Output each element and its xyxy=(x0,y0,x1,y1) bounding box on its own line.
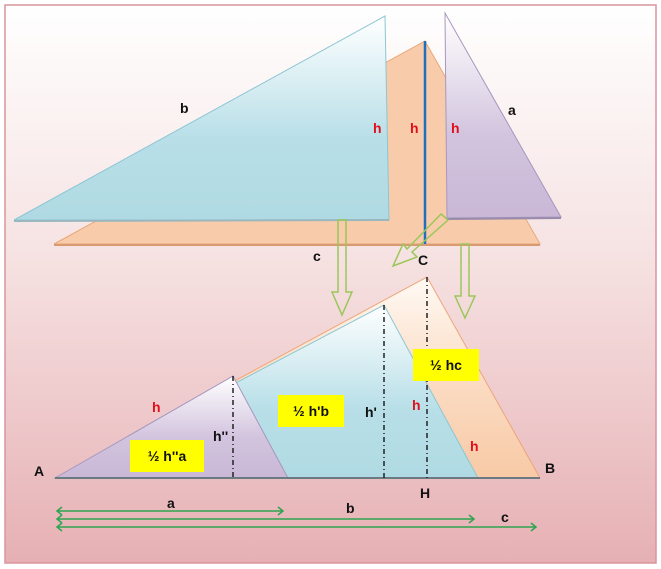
label-h-prime: h' xyxy=(365,404,377,420)
cyan-base-top xyxy=(13,219,390,222)
down-arrow-left xyxy=(330,219,354,317)
text-half-hb: ½ h'b xyxy=(293,403,329,419)
down-arrow-right xyxy=(453,243,477,320)
text-half-hc: ½ hc xyxy=(430,357,462,373)
measure-arrows xyxy=(55,506,538,532)
label-b-top: b xyxy=(180,100,189,116)
box-half-hb xyxy=(278,395,344,427)
measure-b xyxy=(55,514,476,524)
label-h-right: h xyxy=(470,438,479,454)
box-half-hc xyxy=(413,349,479,381)
purple-base-top xyxy=(446,217,562,220)
foot-H: H xyxy=(420,485,430,501)
text-half-ha: ½ h''a xyxy=(148,448,187,464)
label-a-top: a xyxy=(508,102,516,118)
measure-label-b: b xyxy=(346,500,355,516)
measure-a xyxy=(55,506,285,516)
label-h-mid: h xyxy=(412,397,421,413)
label-h-cyan: h xyxy=(373,120,382,136)
measure-c xyxy=(55,522,538,532)
box-half-ha xyxy=(130,440,204,472)
label-c-top: c xyxy=(313,248,321,264)
label-h-orange: h xyxy=(410,120,419,136)
measure-label-c: c xyxy=(501,509,509,525)
vertex-B: B xyxy=(545,460,555,476)
arrows xyxy=(330,212,477,320)
vertex-A: A xyxy=(34,463,44,479)
label-h-purple: h xyxy=(451,120,460,136)
label-h-double: h'' xyxy=(213,428,228,444)
label-h-left: h xyxy=(152,399,161,415)
label-C-vertex: C xyxy=(418,252,428,268)
measure-label-a: a xyxy=(167,495,175,511)
diagonal-arrow xyxy=(391,212,450,268)
